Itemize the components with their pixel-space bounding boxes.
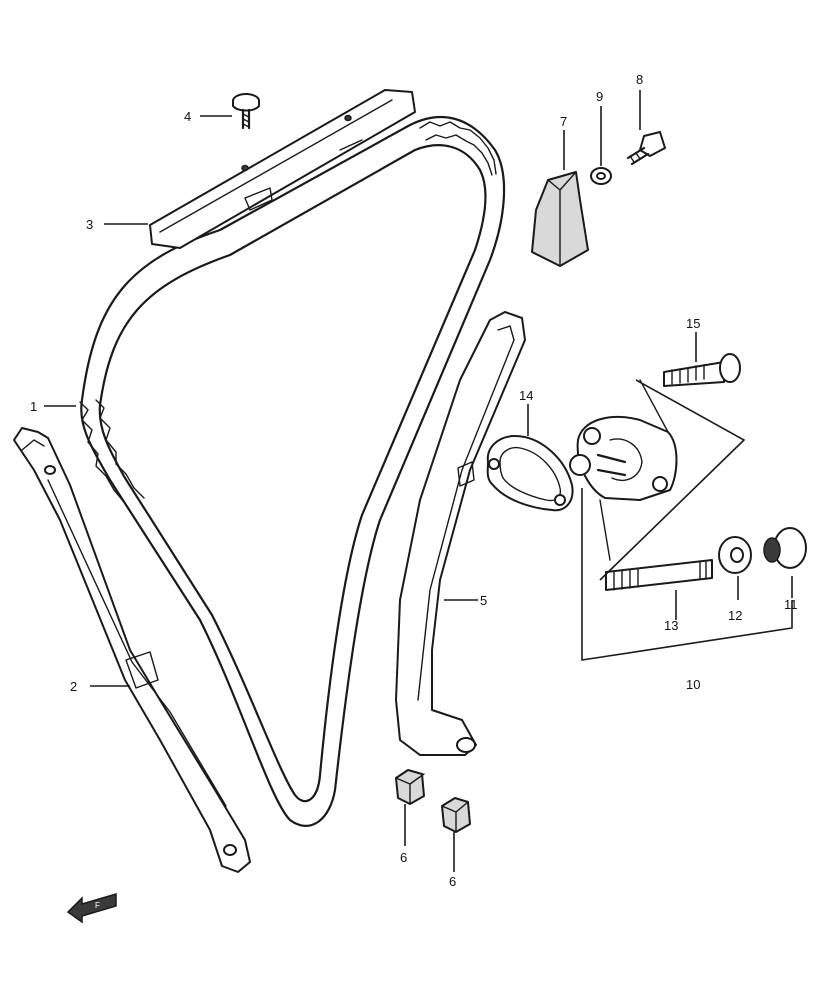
cam-chain-guide-left — [13, 427, 251, 873]
callout-6-second: 6 — [449, 874, 456, 889]
callout-10: 10 — [686, 677, 700, 692]
callout-15: 15 — [686, 316, 700, 331]
callout-9: 9 — [596, 89, 603, 104]
gasket-part-14 — [486, 435, 574, 512]
callout-13: 13 — [664, 618, 678, 633]
bolt-part-8 — [626, 131, 666, 166]
front-direction-arrow: F — [66, 892, 117, 924]
front-arrow-label: F — [95, 901, 100, 910]
washer-part-9 — [590, 167, 612, 185]
cap-part-11 — [763, 527, 807, 569]
callout-8: 8 — [636, 72, 643, 87]
callout-5: 5 — [480, 593, 487, 608]
callout-4: 4 — [184, 109, 191, 124]
callout-6-first: 6 — [400, 850, 407, 865]
callout-7: 7 — [560, 114, 567, 129]
bolt-part-4 — [232, 93, 260, 130]
cushion-part-7 — [531, 171, 589, 267]
cam-chain-guide-upper — [149, 89, 416, 249]
callout-3: 3 — [86, 217, 93, 232]
tensioner-body — [569, 379, 678, 561]
callout-1: 1 — [30, 399, 37, 414]
cam-chain — [79, 115, 506, 827]
callout-11: 11 — [784, 597, 798, 612]
washer-part-12 — [718, 536, 752, 574]
damper-rubber-2 — [441, 797, 471, 833]
callout-12: 12 — [728, 608, 742, 623]
assembly-bracket-10 — [581, 379, 793, 661]
spring-part-13 — [605, 559, 713, 591]
bolt-part-15 — [663, 353, 741, 387]
damper-rubber-1 — [395, 769, 425, 805]
leader-lines — [44, 90, 793, 872]
callout-14: 14 — [519, 388, 533, 403]
cam-chain-tensioner-guide — [395, 311, 526, 756]
callout-2: 2 — [70, 679, 77, 694]
